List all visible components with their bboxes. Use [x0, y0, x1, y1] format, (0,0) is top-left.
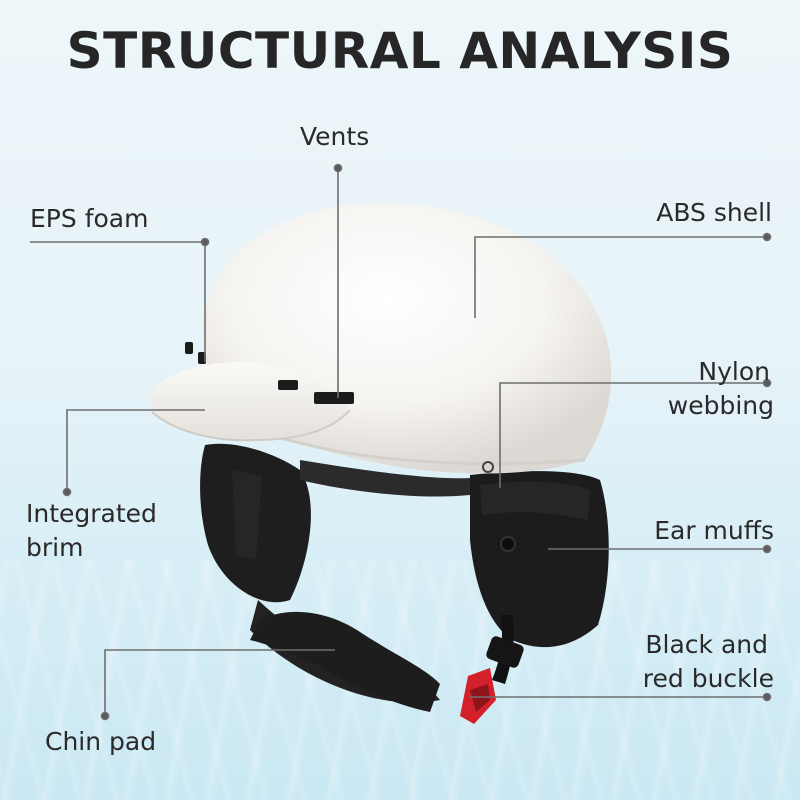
label-vents: Vents — [300, 122, 370, 151]
inner-liner — [300, 460, 470, 497]
vent-slot — [278, 380, 298, 390]
label-ear-muffs: Ear muffs — [654, 516, 774, 545]
label-nylon-webbing-line1: Nylon — [698, 357, 770, 386]
label-chin-pad: Chin pad — [45, 727, 157, 756]
label-abs-shell: ABS shell — [656, 198, 772, 227]
vent-slot — [198, 352, 206, 364]
label-buckle-line2: red buckle — [642, 664, 774, 693]
label-eps-foam: EPS foam — [30, 204, 149, 233]
black-buckle — [486, 636, 524, 668]
page-title: STRUCTURAL ANALYSIS — [66, 22, 734, 80]
vent-slot — [185, 342, 193, 354]
leader-lines — [30, 163, 772, 721]
vent-slot — [314, 392, 354, 404]
integrated-brim — [148, 362, 350, 440]
label-integrated-brim-line2: brim — [26, 533, 84, 562]
chin-pad — [250, 611, 440, 712]
label-nylon-webbing-line2: webbing — [667, 391, 774, 420]
label-buckle-line1: Black and — [645, 630, 768, 659]
label-integrated-brim-line1: Integrated — [26, 499, 157, 528]
